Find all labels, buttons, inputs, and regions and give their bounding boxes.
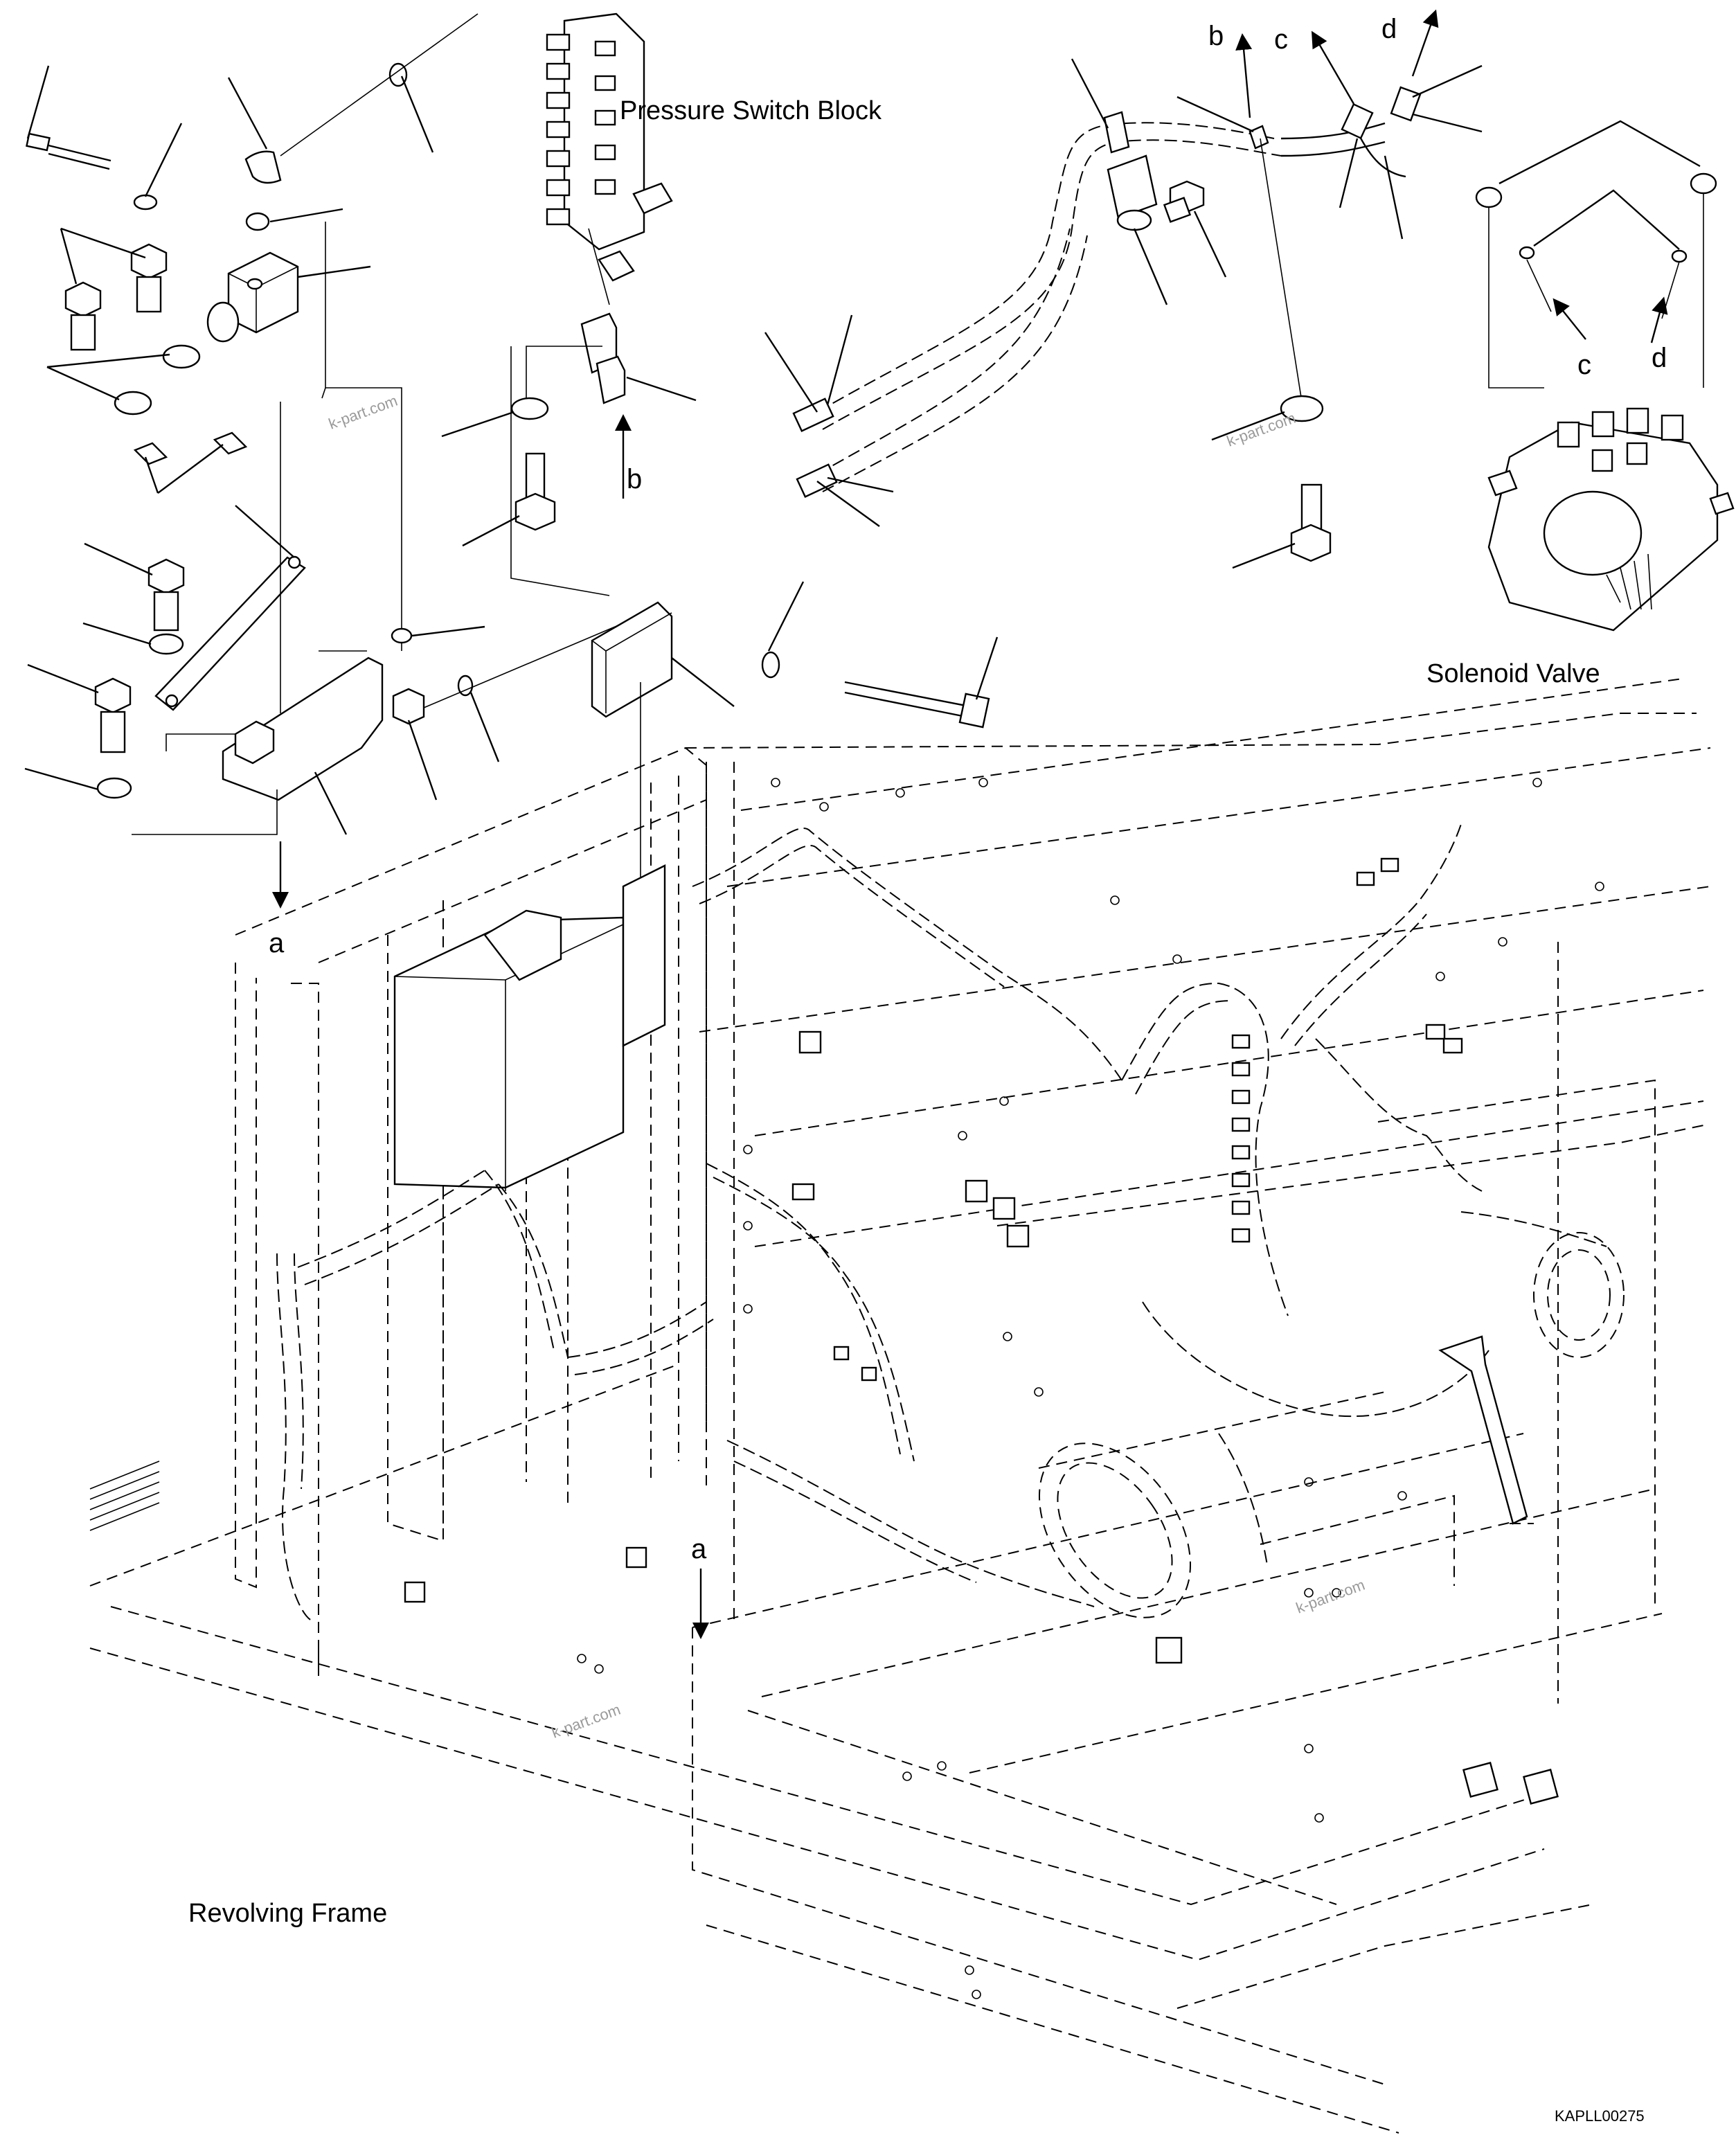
hex-bolt — [84, 542, 185, 632]
inspection-hole — [1038, 1442, 1192, 1618]
arrow-a-top: a — [269, 841, 289, 958]
washer — [1280, 395, 1324, 422]
bolt — [1163, 180, 1227, 278]
watermark-1: k-part.com — [326, 392, 400, 433]
frame-hatch — [89, 1460, 160, 1531]
frame-holes — [577, 778, 1604, 1999]
washer — [162, 344, 201, 369]
hose-clamp — [1103, 111, 1269, 220]
long-bolt — [26, 65, 111, 170]
arrow-c-right-label: c — [1577, 350, 1591, 380]
revolving-frame: a — [89, 678, 1711, 2134]
arrow-c-top-label: c — [1274, 24, 1288, 55]
fitting — [1475, 186, 1503, 208]
washer — [148, 633, 184, 655]
revolving-frame-label: Revolving Frame — [188, 1899, 387, 1928]
arrow-b-label: b — [627, 464, 642, 494]
washer — [114, 391, 152, 416]
valve-cover — [1543, 490, 1643, 576]
arrow-d-top-label: d — [1381, 14, 1397, 44]
arrow-a-lower: a — [691, 1534, 709, 1639]
valve-spools — [1557, 407, 1684, 472]
washer — [133, 194, 158, 211]
arrow-d-right-label: d — [1652, 343, 1667, 373]
washer — [1116, 209, 1152, 231]
watermark-4: k-part.com — [549, 1701, 623, 1742]
pressure-switch-block-label: Pressure Switch Block — [620, 96, 882, 125]
arrow-b-top-label: b — [1208, 21, 1224, 51]
bolt — [462, 452, 556, 547]
hose-assembly: b c d — [764, 9, 1483, 569]
elbow-fitting — [227, 77, 282, 184]
o-ring — [245, 212, 270, 231]
switch-stack — [546, 33, 616, 226]
drawing-code: KAPLL00275 — [1555, 2107, 1645, 2125]
controller-mount — [591, 581, 999, 942]
left-bracket-assembly: a — [24, 13, 624, 958]
washer — [96, 777, 132, 799]
adapter-fitting — [392, 688, 438, 801]
o-ring — [1671, 249, 1688, 263]
bolt — [1232, 483, 1332, 569]
o-ring — [391, 627, 413, 644]
clamp — [213, 431, 248, 455]
pressure-switch-block: Pressure Switch Block b — [441, 12, 882, 596]
long-bolt-center — [844, 636, 999, 729]
watermark-3: k-part.com — [1294, 1576, 1367, 1617]
solenoid-valve: c d Solenoid Valve — [1426, 120, 1735, 688]
controller-box — [393, 864, 666, 1191]
hex-bolts-pair — [60, 227, 168, 351]
washer — [761, 651, 780, 679]
o-ring — [457, 675, 474, 697]
right-motor — [1533, 1232, 1625, 1358]
top-arrows: b c d — [1208, 9, 1439, 118]
hose-fittings — [792, 86, 1422, 498]
link-plate — [154, 505, 306, 711]
check-valve-block — [206, 251, 371, 343]
arrow-a-label: a — [269, 928, 285, 958]
clamp — [133, 442, 168, 465]
arrow-a-lower-label: a — [691, 1534, 707, 1564]
watermark-2: k-part.com — [1224, 409, 1298, 450]
strap-bracket — [1438, 1335, 1528, 1525]
mounting-bracket — [222, 656, 384, 835]
o-ring — [1519, 246, 1535, 260]
hex-bolt — [27, 663, 132, 753]
connector-column — [1231, 1034, 1251, 1243]
fitting — [1690, 172, 1717, 195]
o-ring-top — [388, 62, 408, 87]
washer — [510, 397, 549, 420]
small-blocks — [404, 857, 1559, 1805]
solenoid-valve-label: Solenoid Valve — [1426, 659, 1600, 688]
switch-bracket — [580, 312, 618, 374]
